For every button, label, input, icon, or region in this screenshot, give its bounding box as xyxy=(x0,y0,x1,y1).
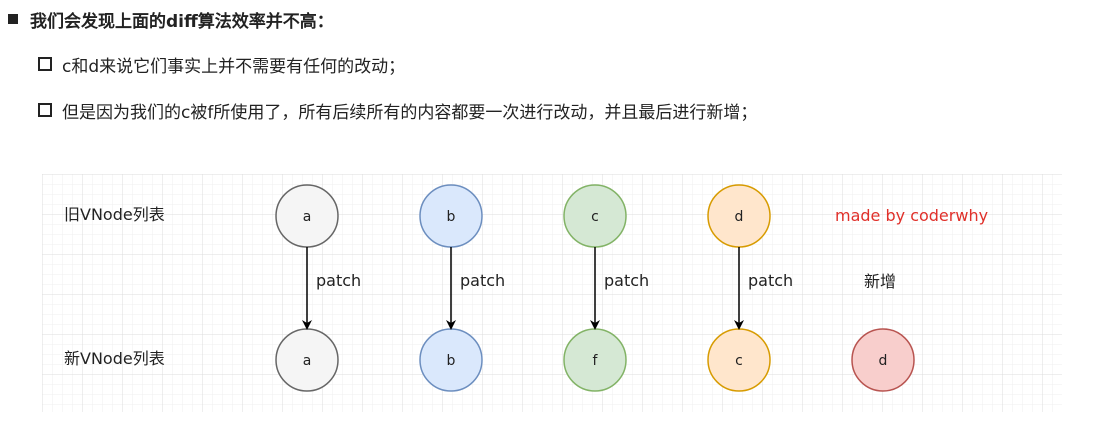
diagram-canvas: 旧VNode列表 新VNode列表 made by coderwhy 新增 a b… xyxy=(42,174,1062,412)
new-vnode-c: c xyxy=(707,328,771,392)
patch-label: patch xyxy=(460,271,505,290)
old-vnode-b: b xyxy=(419,184,483,248)
old-vnode-c-label: c xyxy=(591,209,599,225)
watermark-text: made by coderwhy xyxy=(835,206,988,225)
new-vnode-b-label: b xyxy=(447,353,456,369)
section-heading: 我们会发现上面的diff算法效率并不高： xyxy=(8,6,334,32)
bullet-item-2: 但是因为我们的c被f所使用了，所有后续所有的内容都要一次进行改动，并且最后进行新… xyxy=(38,97,757,123)
new-added-label: 新增 xyxy=(864,272,896,291)
new-vnode-row-label: 新VNode列表 xyxy=(64,349,165,368)
new-vnode-a: a xyxy=(275,328,339,392)
old-vnode-c: c xyxy=(563,184,627,248)
patch-label: patch xyxy=(316,271,361,290)
bullet-text-2: 但是因为我们的c被f所使用了，所有后续所有的内容都要一次进行改动，并且最后进行新… xyxy=(62,102,758,123)
hollow-square-bullet-icon xyxy=(38,57,52,71)
new-vnode-b: b xyxy=(419,328,483,392)
old-vnode-a: a xyxy=(275,184,339,248)
old-vnode-d-label: d xyxy=(735,209,744,225)
square-bullet-icon xyxy=(8,14,18,24)
old-vnode-b-label: b xyxy=(447,209,456,225)
new-vnode-d: d xyxy=(851,328,915,392)
vnode-diff-diagram: 旧VNode列表 新VNode列表 made by coderwhy 新增 a b… xyxy=(42,174,1062,412)
hollow-square-bullet-icon xyxy=(38,103,52,117)
patch-label: patch xyxy=(604,271,649,290)
new-vnode-d-label: d xyxy=(879,353,888,369)
patch-arrows: patch patch patch patch xyxy=(302,247,793,330)
bullet-text-1: c和d来说它们事实上并不需要有任何的改动； xyxy=(62,56,406,77)
old-vnode-row-label: 旧VNode列表 xyxy=(64,205,165,224)
heading-text: 我们会发现上面的diff算法效率并不高： xyxy=(30,11,334,32)
new-vnode-d-circle xyxy=(851,328,915,392)
old-vnode-d: d xyxy=(707,184,771,248)
new-vnode-c-label: c xyxy=(735,353,743,369)
new-vnode-f-label: f xyxy=(593,353,599,369)
old-vnode-a-label: a xyxy=(303,209,312,225)
bullet-item-1: c和d来说它们事实上并不需要有任何的改动； xyxy=(38,51,405,77)
patch-label: patch xyxy=(748,271,793,290)
new-vnode-a-label: a xyxy=(303,353,312,369)
new-vnode-f: f xyxy=(563,328,627,392)
